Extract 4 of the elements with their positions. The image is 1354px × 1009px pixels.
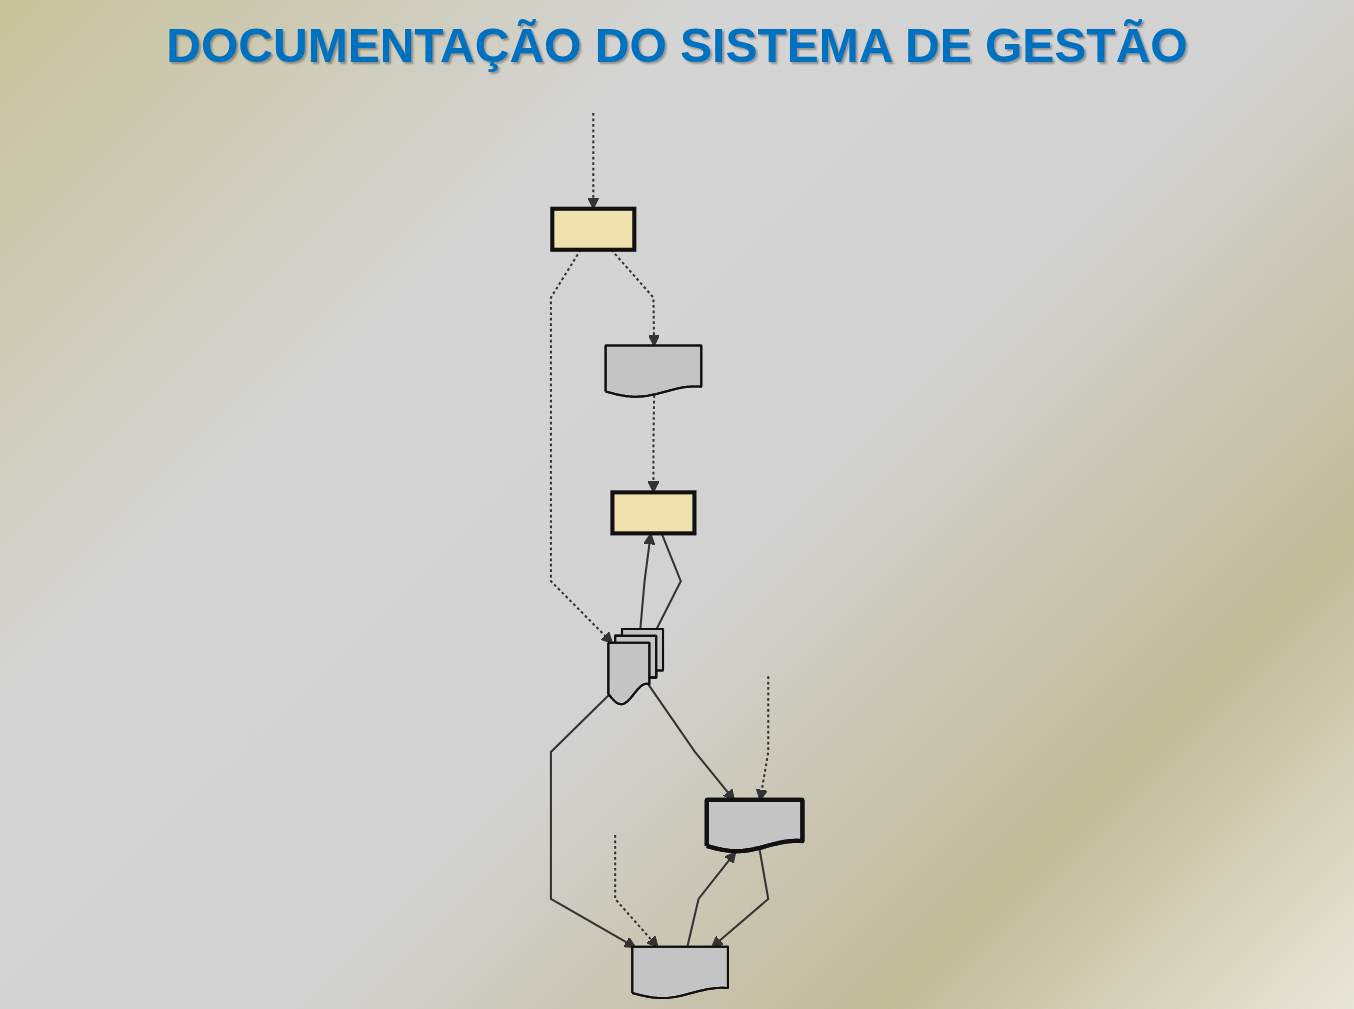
title: DOCUMENTAÇÃO DO SISTEMA DE GESTÃO <box>166 18 1188 73</box>
arrow <box>550 694 637 949</box>
node-box <box>610 490 697 536</box>
node-box <box>550 206 637 252</box>
